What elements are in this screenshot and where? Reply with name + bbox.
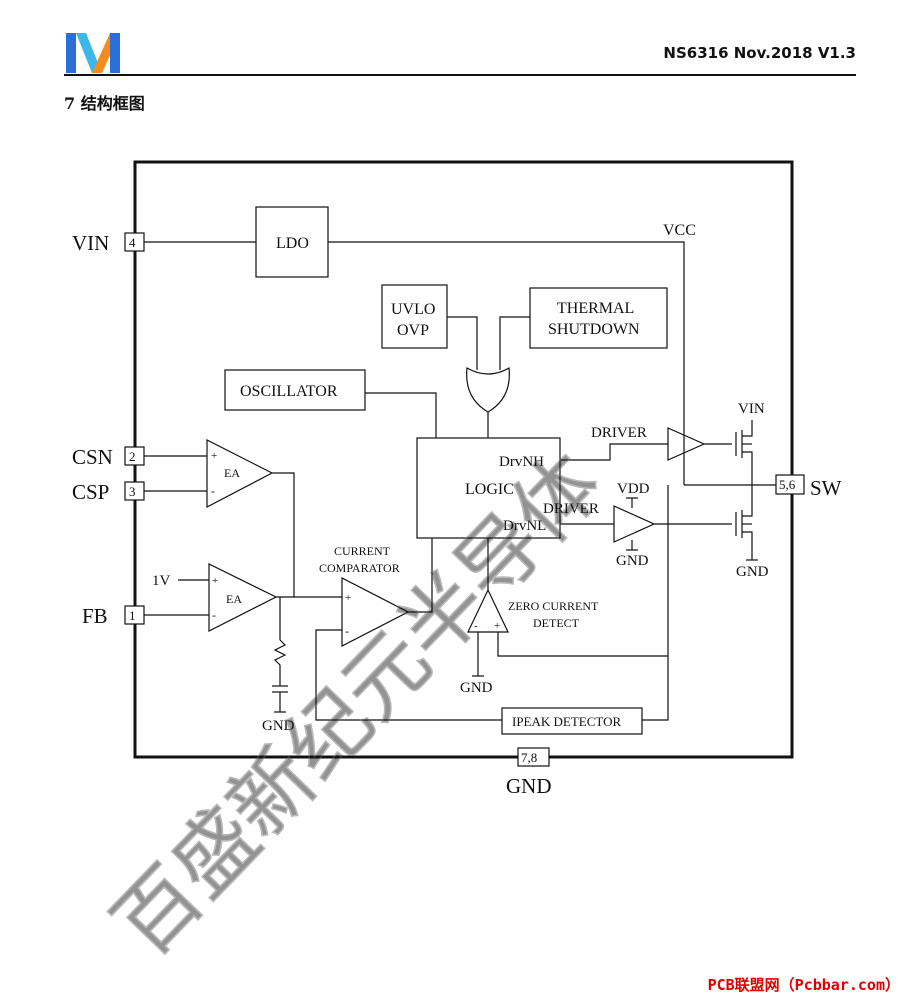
thermal-shutdown-block bbox=[529, 287, 668, 349]
zcd-plus: + bbox=[494, 620, 500, 632]
current-comparator bbox=[341, 577, 410, 647]
ea1-plus: + bbox=[211, 450, 217, 462]
ref-1v-label: 1V bbox=[152, 573, 171, 589]
oscillator-label: OSCILLATOR bbox=[240, 383, 338, 400]
oscillator-block bbox=[224, 369, 366, 411]
company-logo-icon bbox=[66, 33, 120, 73]
pin-name-csn: CSN bbox=[72, 445, 113, 469]
document-id: NS6316 Nov.2018 V1.3 bbox=[663, 44, 856, 62]
cc-plus: + bbox=[345, 592, 351, 604]
watermark-text: 百盛新纪元半导体 bbox=[96, 436, 620, 974]
ea1-minus: - bbox=[211, 484, 215, 498]
header-rule bbox=[64, 74, 856, 76]
vin-top-label: VIN bbox=[738, 401, 765, 417]
pin-name-gnd: GND bbox=[506, 774, 552, 798]
high-driver bbox=[667, 427, 706, 461]
driver-low-label: DRIVER bbox=[543, 501, 599, 517]
cc-minus: - bbox=[345, 624, 349, 638]
pin-box-fb bbox=[124, 605, 145, 625]
ea1-label: EA bbox=[224, 466, 240, 480]
pin-num-sw: 5,6 bbox=[779, 477, 796, 492]
pin-box-csn bbox=[124, 446, 145, 466]
section-title: 7 结构框图 bbox=[64, 94, 145, 113]
vdd-label: VDD bbox=[617, 481, 650, 497]
pin-box-sw bbox=[775, 474, 805, 495]
cc-label-1: CURRENT bbox=[334, 544, 391, 558]
pin-num-fb: 1 bbox=[129, 608, 136, 623]
ea2-plus: + bbox=[212, 575, 218, 587]
pin-box-csp bbox=[124, 481, 145, 501]
vcc-label: VCC bbox=[663, 222, 696, 239]
uvlo-label: UVLO bbox=[391, 301, 435, 318]
ea2-minus: - bbox=[212, 608, 216, 622]
gnd-lowfet-label: GND bbox=[736, 564, 769, 580]
pin-num-csn: 2 bbox=[129, 449, 136, 464]
pin-box-gnd bbox=[517, 747, 550, 767]
cc-label-2: COMPARATOR bbox=[319, 561, 400, 575]
shutdown-label: SHUTDOWN bbox=[548, 321, 640, 338]
ic-outline bbox=[133, 160, 794, 759]
drvnl-label: DrvNL bbox=[503, 518, 546, 534]
ipeak-label: IPEAK DETECTOR bbox=[512, 714, 622, 729]
zcd-label-2: DETECT bbox=[533, 616, 580, 630]
low-driver bbox=[613, 505, 656, 543]
logic-label: LOGIC bbox=[465, 481, 514, 498]
pin-num-vin: 4 bbox=[129, 235, 136, 250]
thermal-label: THERMAL bbox=[557, 300, 634, 317]
pin-num-gnd: 7,8 bbox=[521, 750, 537, 765]
ea2-label: EA bbox=[226, 592, 242, 606]
pin-name-fb: FB bbox=[82, 604, 108, 628]
gnd-comp-label: GND bbox=[262, 718, 295, 734]
gnd-zcd-label: GND bbox=[460, 680, 493, 696]
zero-current-detect bbox=[467, 588, 509, 633]
ovp-label: OVP bbox=[397, 322, 429, 339]
ldo-label: LDO bbox=[276, 235, 309, 252]
watermark: 百盛新纪元半导体 bbox=[95, 435, 621, 974]
comp-resistor bbox=[273, 639, 287, 686]
gnd-driver-label: GND bbox=[616, 553, 649, 569]
zcd-minus: - bbox=[474, 620, 478, 632]
pin-name-vin: VIN bbox=[72, 231, 109, 255]
ea-feedback bbox=[208, 563, 278, 632]
pin-num-csp: 3 bbox=[129, 484, 136, 499]
footer-site-label: PCB联盟网（Pcbbar.com） bbox=[707, 976, 900, 994]
pin-name-csp: CSP bbox=[72, 480, 109, 504]
ea-current-sense bbox=[206, 439, 274, 508]
ipeak-detector bbox=[501, 707, 643, 735]
or-gate bbox=[466, 367, 510, 413]
pin-box-vin bbox=[124, 232, 145, 252]
pin-name-sw: SW bbox=[810, 476, 842, 500]
driver-high-label: DRIVER bbox=[591, 425, 647, 441]
zcd-label-1: ZERO CURRENT bbox=[508, 599, 599, 613]
drvnh-label: DrvNH bbox=[499, 454, 544, 470]
